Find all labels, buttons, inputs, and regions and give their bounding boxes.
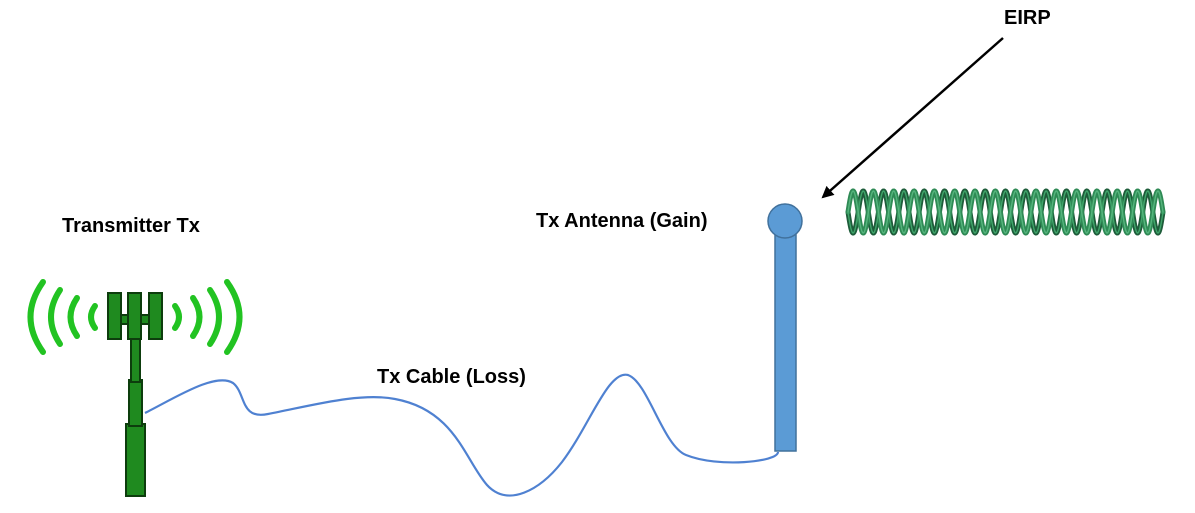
tx-cable <box>144 373 780 497</box>
cable-label: Tx Cable (Loss) <box>377 366 526 388</box>
helical-wave-icon <box>845 188 1166 236</box>
eirp-label: EIRP <box>1004 7 1051 29</box>
antenna-icon <box>767 203 803 452</box>
cell-tower-icon <box>107 292 163 497</box>
helix-strand-a <box>847 190 1164 234</box>
transmitter-label: Transmitter Tx <box>62 215 200 237</box>
eirp-arrow-icon <box>821 37 1004 199</box>
antenna-label: Tx Antenna (Gain) <box>536 210 708 232</box>
helix-strand-b <box>847 190 1164 234</box>
radio-waves-icon <box>27 279 243 355</box>
